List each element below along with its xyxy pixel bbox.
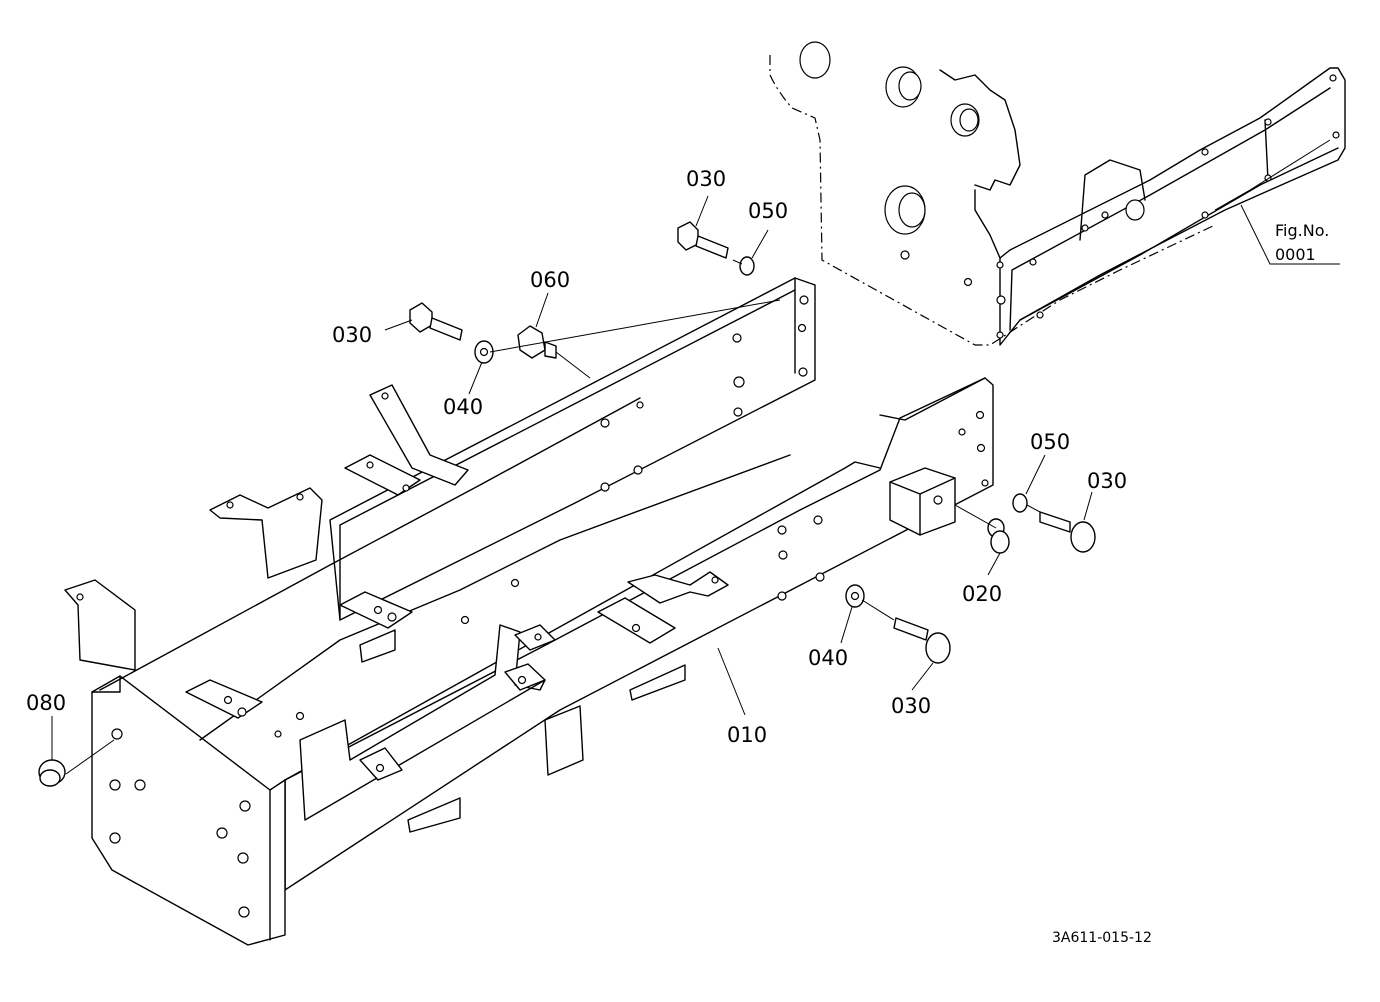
leader-lines [51, 195, 1340, 775]
washer-040-top [474, 340, 494, 364]
callout-080: 080 [26, 691, 66, 715]
bolt-030-mid [409, 302, 463, 341]
callout-040-low: 040 [808, 646, 848, 670]
washer-050-top [739, 256, 755, 276]
nipple-060 [517, 325, 557, 359]
drawing-code: 3A611-015-12 [1052, 930, 1152, 946]
callout-030-top: 030 [686, 167, 726, 191]
callout-040-top: 040 [443, 395, 483, 419]
callout-030-right: 030 [1087, 469, 1127, 493]
bolt-020 [987, 518, 1010, 554]
callout-labels: 030 050 060 030 040 050 030 020 040 030 … [26, 167, 1127, 747]
callout-030-mid: 030 [332, 323, 372, 347]
callout-050-right: 050 [1030, 430, 1070, 454]
fig-ref-number: 0001 [1275, 245, 1316, 264]
bolt-030-top [677, 221, 729, 259]
bolt-030-low [893, 617, 951, 664]
spacer-block [889, 467, 956, 536]
washer-040-low [845, 584, 865, 608]
callout-020: 020 [962, 582, 1002, 606]
fig-ref-label: Fig.No. [1275, 221, 1329, 240]
callout-060: 060 [530, 268, 570, 292]
bolt-030-right [1039, 511, 1096, 553]
washer-050-right [1012, 493, 1028, 513]
plug-080 [38, 759, 66, 787]
engine-block [769, 41, 1346, 346]
main-frame [64, 277, 994, 946]
callout-050-top: 050 [748, 199, 788, 223]
callout-010: 010 [727, 723, 767, 747]
fig-reference: Fig.No. 0001 [1275, 221, 1329, 264]
callout-030-low: 030 [891, 694, 931, 718]
